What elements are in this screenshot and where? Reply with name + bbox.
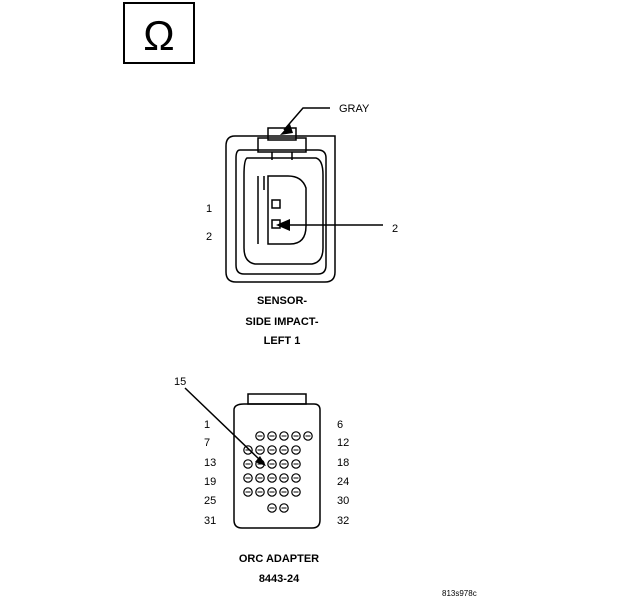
orc-left-label-2: 7 (204, 437, 210, 449)
sensor-pin-1-label: 1 (206, 203, 212, 215)
orc-pin-cavity (279, 459, 289, 469)
orc-pin-cavity (279, 445, 289, 455)
sensor-connector (225, 127, 336, 283)
orc-pin-cavity (267, 431, 277, 441)
orc-pin-cavity (267, 503, 277, 513)
orc-pin-cavity (255, 445, 265, 455)
orc-title-line-1: ORC ADAPTER (239, 553, 319, 565)
sensor-title-line-2: SIDE IMPACT- (245, 316, 318, 328)
pin-15-callout: 15 (174, 376, 266, 466)
orc-right-label-5: 30 (337, 495, 349, 507)
orc-left-label-6: 31 (204, 515, 216, 527)
connector-color-label: GRAY (339, 103, 370, 115)
orc-right-label-6: 32 (337, 515, 349, 527)
orc-pin-cavity (243, 459, 253, 469)
orc-left-label-5: 25 (204, 495, 216, 507)
orc-left-label-4: 19 (204, 476, 216, 488)
orc-pin-cavity (267, 487, 277, 497)
orc-pin-cavity (291, 473, 301, 483)
orc-right-label-3: 18 (337, 457, 349, 469)
orc-pin-cavity (255, 487, 265, 497)
orc-pin-cavity (255, 473, 265, 483)
orc-pin-cavity (279, 431, 289, 441)
orc-right-label-4: 24 (337, 476, 349, 488)
figure-id: 813s978c (442, 589, 477, 598)
orc-pin-cavity (267, 459, 277, 469)
orc-left-label-1: 1 (204, 419, 210, 431)
sensor-callout-number: 2 (392, 223, 398, 235)
orc-left-label-3: 13 (204, 457, 216, 469)
orc-pin-cavity (243, 473, 253, 483)
orc-pin-cavity (291, 445, 301, 455)
ohmmeter-symbol: Ω (123, 2, 195, 64)
orc-pin-cavity (303, 431, 313, 441)
sensor-title-line-3: LEFT 1 (264, 335, 301, 347)
orc-pin-cavity (267, 445, 277, 455)
orc-callout-number: 15 (174, 376, 186, 388)
orc-pin-cavity (279, 487, 289, 497)
orc-title-line-2: 8443-24 (259, 573, 300, 585)
orc-pin-cavity (279, 473, 289, 483)
sensor-pin-2-label: 2 (206, 231, 212, 243)
orc-right-label-2: 12 (337, 437, 349, 449)
orc-adapter-connector (233, 393, 321, 529)
orc-right-label-1: 6 (337, 419, 343, 431)
sensor-title-line-1: SENSOR- (257, 295, 307, 307)
ohm-icon: Ω (143, 12, 174, 59)
orc-pin-array (243, 431, 313, 513)
orc-pin-cavity (291, 459, 301, 469)
orc-pin-cavity (291, 431, 301, 441)
orc-pin-cavity (243, 487, 253, 497)
orc-pin-cavity (291, 487, 301, 497)
gray-color-callout: GRAY (280, 103, 370, 135)
orc-pin-cavity (267, 473, 277, 483)
pin-2-callout: 2 (276, 219, 398, 235)
orc-pin-cavity (255, 431, 265, 441)
orc-pin-cavity (279, 503, 289, 513)
orc-pin-cavity (243, 445, 253, 455)
